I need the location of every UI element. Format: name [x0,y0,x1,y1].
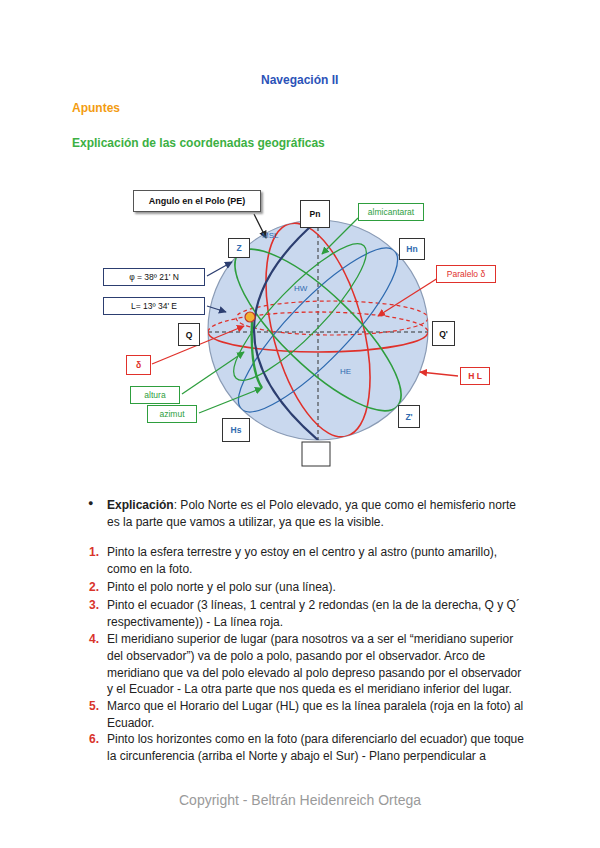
list-text: Pinto los horizontes como en la foto (pa… [107,731,527,765]
callout-box: δ [126,355,151,375]
point-label: Z [228,238,250,258]
list-number: 6. [89,731,99,748]
section-heading: Apuntes [72,100,120,117]
line-label: MSL [262,230,278,241]
list-number: 4. [89,631,99,648]
point-label: Q' [432,321,455,346]
callout-box: H L [460,367,490,385]
node-text: Hs [231,425,242,435]
node-text: δ [136,360,141,370]
point-label: Q [178,323,200,346]
callout-box: almicantarat [358,203,424,221]
node-text: almicantarat [368,207,414,217]
node-text: Q' [439,329,448,339]
page-title: Navegación II [261,72,338,89]
value-box: L= 13º 34' E [103,297,205,315]
node-text: altura [144,390,165,400]
section-heading: Explicación de las coordenadas geográfic… [72,135,325,152]
node-text: H L [468,371,482,381]
node-text: Hn [406,244,417,254]
point-label: Hs [222,418,250,442]
line-label: HE [340,366,351,377]
node-text: L= 13º 34' E [131,301,177,311]
list-text: El meridiano superior de lugar (para nos… [107,631,527,698]
term: Explicación [107,498,174,512]
watermark: Copyright - Beltrán Heidenreich Ortega [179,792,421,809]
point-label: Z' [398,405,420,428]
callout-box: altura [130,386,180,404]
list-number: 1. [89,544,99,561]
callout-box: azimut [147,405,197,423]
node-text: Pn [310,209,321,219]
node-text: Z' [405,412,412,422]
pole-label: Pn [300,200,330,228]
callout-box: Paralelo δ [436,265,496,283]
value-box: φ = 38º 21' N [103,268,205,286]
line-label: HW [294,283,307,294]
paragraph: Explicación: Polo Norte es el Polo eleva… [107,497,527,531]
point-label: Hn [399,238,425,260]
node-text: Angulo en el Polo (PE) [149,196,246,206]
list-text: Pinto la esfera terrestre y yo estoy en … [107,544,527,578]
list-text: Marco que el Horario del Lugar (HL) que … [107,698,527,732]
node-text: Z [236,243,241,253]
node-text: Q [186,330,193,340]
list-number: 2. [89,579,99,596]
list-number: 5. [89,698,99,715]
star-point [245,312,255,322]
node-text: φ = 38º 21' N [129,272,179,282]
node-text: azimut [159,409,184,419]
list-number: 3. [89,597,99,614]
empty-box [302,442,330,466]
bullet: ● [88,497,93,509]
node-text: Paralelo δ [447,269,485,279]
list-text: Pinto el ecuador (3 líneas, 1 central y … [107,597,527,631]
list-text: Pinto el polo norte y el polo sur (una l… [107,579,527,596]
sphere [208,220,428,440]
callout-box: Angulo en el Polo (PE) [133,190,261,212]
